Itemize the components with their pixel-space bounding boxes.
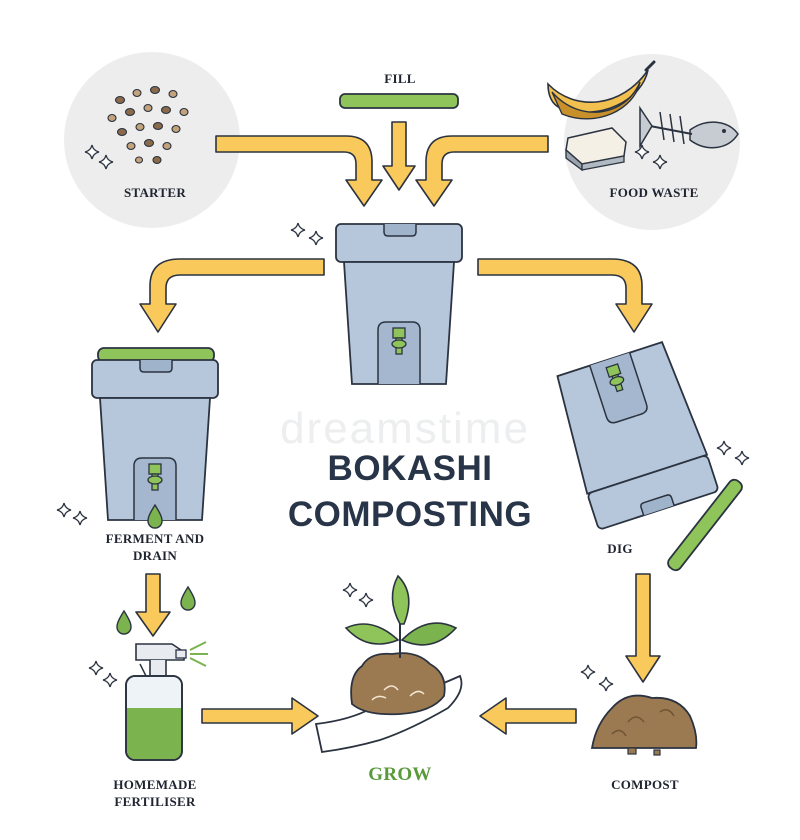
dig-bin-icon bbox=[556, 341, 719, 530]
ferment-label: FERMENT AND DRAIN bbox=[80, 530, 230, 564]
food-waste-circle bbox=[564, 54, 740, 230]
compost-pile-icon bbox=[590, 694, 698, 756]
arrows bbox=[135, 121, 661, 735]
sparkle-icon bbox=[580, 664, 596, 680]
homemade-label-line-2: FERTILISER bbox=[114, 794, 196, 809]
page-title-line-2: COMPOSTING bbox=[287, 495, 533, 534]
tap-icon bbox=[147, 463, 163, 491]
grow-label: GROW bbox=[368, 764, 432, 785]
drip-icon bbox=[180, 586, 196, 611]
homemade-label-line-1: HOMEMADE bbox=[113, 777, 197, 792]
tap-icon bbox=[391, 327, 407, 355]
page-title-line-1: BOKASHI bbox=[327, 449, 493, 488]
spray-bottle-icon bbox=[125, 641, 208, 761]
lid-icon bbox=[667, 478, 743, 572]
starter-granules-icon bbox=[107, 85, 189, 165]
sparkle-icon bbox=[102, 672, 118, 688]
sparkle-icon bbox=[734, 450, 750, 466]
food-waste-label: FOOD WASTE bbox=[609, 185, 699, 200]
drip-icon bbox=[116, 610, 132, 635]
sparkle-icon bbox=[358, 592, 374, 608]
fill-label: FILL bbox=[384, 71, 416, 86]
ferment-label-line-2: DRAIN bbox=[132, 548, 178, 563]
sparkle-icon bbox=[72, 510, 88, 526]
sparkle-icon bbox=[308, 230, 324, 246]
starter-label: STARTER bbox=[123, 185, 187, 200]
tap-icon bbox=[605, 363, 625, 393]
homemade-fertiliser-label: HOMEMADE FERTILISER bbox=[80, 776, 230, 810]
sparkle-icon bbox=[342, 582, 358, 598]
sparkle-icon bbox=[56, 502, 72, 518]
sparkle-icon bbox=[290, 222, 306, 238]
compost-label: COMPOST bbox=[611, 777, 679, 792]
watermark: dreamstime bbox=[280, 404, 530, 453]
ferment-label-line-1: FERMENT AND bbox=[105, 531, 205, 546]
sparkle-icon bbox=[716, 440, 732, 456]
bokashi-bin-icon bbox=[335, 223, 463, 385]
lid-icon bbox=[339, 93, 459, 109]
seedling-in-hand-icon bbox=[314, 574, 463, 754]
dig-label: DIG bbox=[607, 541, 633, 556]
ferment-bin-icon bbox=[91, 347, 219, 529]
sparkle-icon bbox=[88, 660, 104, 676]
food-waste-icon bbox=[547, 60, 739, 172]
sparkle-icon bbox=[598, 676, 614, 692]
